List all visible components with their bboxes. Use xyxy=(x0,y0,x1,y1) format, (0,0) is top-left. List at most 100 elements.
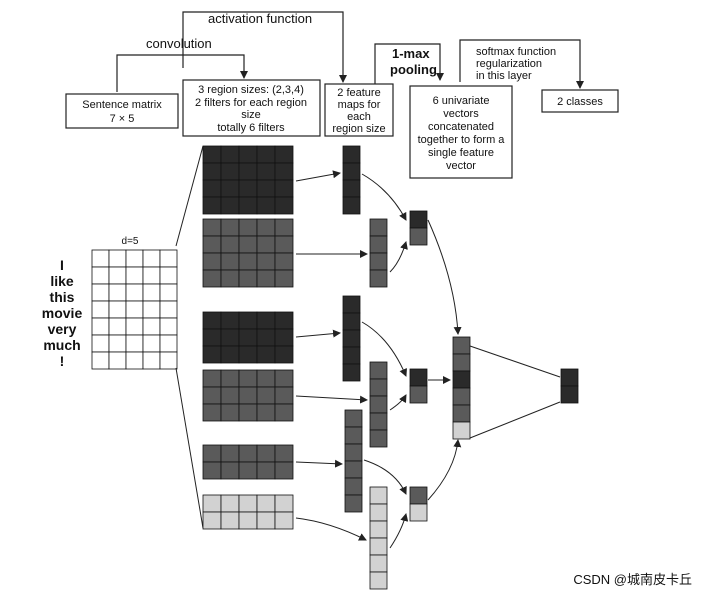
convolution-label: convolution xyxy=(146,36,212,51)
grid-cell xyxy=(159,283,178,302)
arrow xyxy=(389,513,409,549)
feature-maps-line4: region size xyxy=(332,123,385,135)
arrow xyxy=(295,459,343,468)
vector-cell xyxy=(369,537,388,556)
grid-cell xyxy=(142,317,161,336)
grid-cell xyxy=(256,511,276,530)
grid-cell xyxy=(202,461,222,480)
vector-cell xyxy=(409,385,428,404)
grid-cell xyxy=(274,252,294,271)
grid-cell xyxy=(202,444,222,463)
vector-cell xyxy=(409,486,428,505)
grid-cell xyxy=(220,328,240,347)
grid-cell xyxy=(238,461,258,480)
grid-cell xyxy=(125,283,144,302)
feature-map-3 xyxy=(342,295,361,382)
grid-cell xyxy=(220,511,240,530)
grid-cell xyxy=(202,494,222,513)
grid-cell xyxy=(256,461,276,480)
vector-cell xyxy=(344,443,363,462)
grid-cell xyxy=(220,345,240,364)
grid-cell xyxy=(274,311,294,330)
grid-cell xyxy=(238,252,258,271)
grid-cell xyxy=(238,494,258,513)
classes-box xyxy=(541,89,619,113)
grid-cell xyxy=(159,249,178,268)
feature-maps-line1: 2 feature xyxy=(337,87,380,99)
grid-cell xyxy=(238,145,258,164)
grid-cell xyxy=(256,444,276,463)
grid-cell xyxy=(274,369,294,388)
vector-cell xyxy=(342,196,361,215)
activation-function-label: activation function xyxy=(208,11,312,26)
grid-cell xyxy=(256,145,276,164)
sentence-word: like xyxy=(50,273,74,289)
grid-cell xyxy=(256,369,276,388)
grid-cell xyxy=(238,196,258,215)
arrow xyxy=(363,459,407,495)
arrow xyxy=(295,170,341,182)
feature-maps-line2: maps for xyxy=(338,99,381,111)
softmax-label-line3: in this layer xyxy=(476,70,532,82)
grid-cell xyxy=(220,179,240,198)
pooling-label-line2: pooling xyxy=(390,62,437,77)
grid-cell xyxy=(202,369,222,388)
grid-cell xyxy=(274,444,294,463)
pooling-connector xyxy=(374,43,444,84)
grid-cell xyxy=(238,179,258,198)
grid-cell xyxy=(256,196,276,215)
grid-cell xyxy=(159,351,178,370)
univariate-line5: single feature xyxy=(428,147,494,159)
arrows-group xyxy=(295,170,561,549)
vector-cell xyxy=(452,353,471,372)
grid-cell xyxy=(238,235,258,254)
grid-cell xyxy=(125,300,144,319)
grid-cell xyxy=(274,494,294,513)
vector-cell xyxy=(369,520,388,539)
grid-cell xyxy=(256,269,276,288)
vector-cell xyxy=(560,368,579,387)
grid-cell xyxy=(91,266,110,285)
vector-cell xyxy=(344,460,363,479)
grid-cell xyxy=(142,351,161,370)
grid-cell xyxy=(274,328,294,347)
grid-cell xyxy=(202,196,222,215)
vector-cell xyxy=(452,336,471,355)
grid-cell xyxy=(256,386,276,405)
grid-cell xyxy=(125,266,144,285)
region-sizes-line2: 2 filters for each region xyxy=(195,97,307,109)
vector-cell xyxy=(409,503,428,522)
pooled-vector-3 xyxy=(409,486,428,522)
grid-cell xyxy=(202,252,222,271)
grid-cell xyxy=(256,179,276,198)
grid-cell xyxy=(202,345,222,364)
vector-cell xyxy=(342,179,361,198)
grid-cell xyxy=(220,444,240,463)
grid-cell xyxy=(202,145,222,164)
softmax-label-line1: softmax function xyxy=(476,46,556,58)
sentence-word: ! xyxy=(60,353,65,369)
grid-cell xyxy=(220,403,240,422)
grid-cell xyxy=(142,266,161,285)
output-group xyxy=(560,368,579,404)
grid-cell xyxy=(125,249,144,268)
grid-cell xyxy=(202,179,222,198)
univariate-line2: vectors xyxy=(443,108,479,120)
vector-cell xyxy=(344,409,363,428)
pooled-vector-1 xyxy=(409,210,428,246)
pooled-vectors-group xyxy=(409,210,428,522)
region-sizes-box xyxy=(182,79,321,137)
grid-cell xyxy=(238,511,258,530)
filter-region-2b xyxy=(202,494,294,530)
univariate-line6: vector xyxy=(446,160,476,172)
grid-cell xyxy=(159,334,178,353)
watermark: CSDN @城南皮卡丘 xyxy=(573,572,692,587)
grid-cell xyxy=(108,266,127,285)
pooled-vector-2 xyxy=(409,368,428,404)
grid-cell xyxy=(91,300,110,319)
concatenated-vector xyxy=(452,336,471,440)
univariate-line4: together to form a xyxy=(418,134,506,146)
grid-cell xyxy=(256,311,276,330)
fan-line xyxy=(175,145,204,247)
grid-cell xyxy=(202,162,222,181)
